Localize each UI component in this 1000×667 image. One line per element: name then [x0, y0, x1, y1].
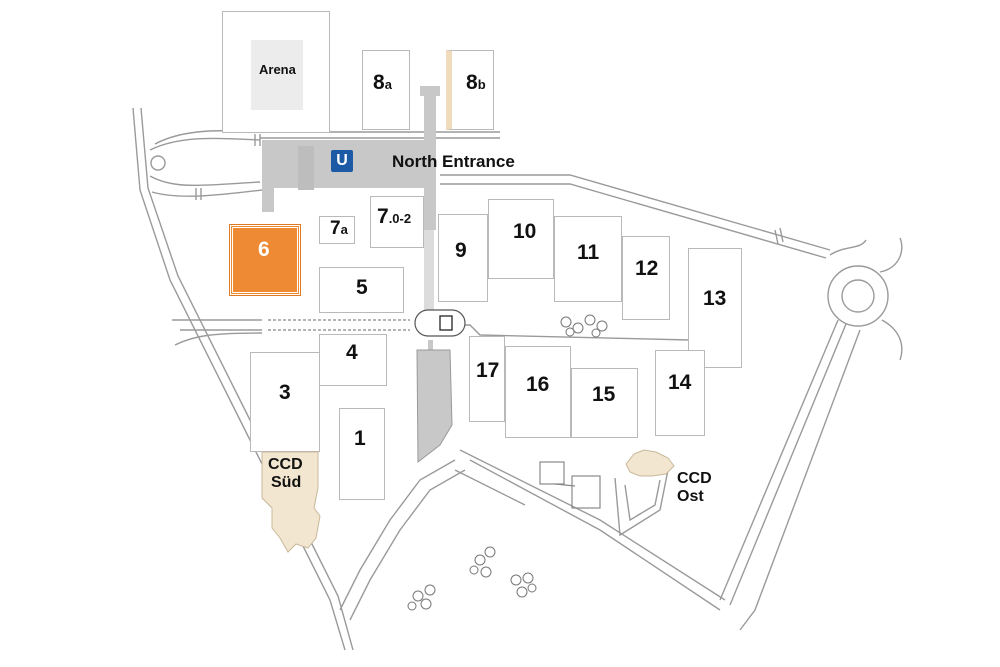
hall-15-label: 15 [592, 383, 616, 406]
hall-7-0-2-suffix: .0-2 [388, 211, 412, 226]
hall-16[interactable]: 16 [505, 346, 571, 438]
ccd-ost-label-line2: Ost [677, 488, 704, 505]
arena-label: Arena [259, 62, 296, 77]
hall-5-label: 5 [356, 276, 368, 299]
hall-16-label: 16 [526, 373, 550, 396]
hall-8a-suffix: a [384, 77, 392, 92]
hall-8a[interactable]: 8a [362, 50, 410, 130]
hall-15[interactable]: 15 [571, 368, 638, 438]
hall-5[interactable]: 5 [319, 267, 404, 313]
hall-3-label: 3 [279, 381, 291, 404]
hall-6-label: 6 [258, 238, 270, 261]
hall-7a-number: 7 [330, 218, 341, 239]
arena-building[interactable]: Arena [222, 11, 330, 133]
ccd-sued-label-line2: Süd [271, 474, 302, 491]
ccd-ost-label-line1: CCD [677, 470, 712, 487]
ccd-sued-label-line1: CCD [268, 456, 303, 473]
ccd-ost-building[interactable] [620, 444, 680, 484]
hall-7-0-2[interactable]: 7.0-2 [370, 196, 424, 248]
hall-17[interactable]: 17 [469, 336, 505, 422]
hall-6-highlighted[interactable]: 6 [229, 224, 301, 296]
hall-17-label: 17 [476, 359, 500, 382]
hall-10[interactable]: 10 [488, 199, 554, 279]
u-bahn-icon: U [331, 150, 353, 172]
hall-11-label: 11 [577, 241, 600, 264]
hall-8b[interactable]: 8b [446, 50, 494, 130]
hall-7a[interactable]: 7a [319, 216, 355, 244]
ccd-sued-building[interactable] [258, 448, 348, 558]
hall-9-label: 9 [455, 239, 467, 262]
hall-13[interactable]: 13 [688, 248, 742, 368]
hall-10-label: 10 [513, 220, 537, 243]
hall-13-label: 13 [703, 287, 727, 310]
hall-1[interactable]: 1 [339, 408, 385, 500]
hall-8b-number: 8 [466, 71, 478, 94]
hall-12[interactable]: 12 [622, 236, 670, 320]
hall-14-label: 14 [668, 371, 692, 394]
hall-7a-suffix: a [340, 222, 348, 237]
hall-14[interactable]: 14 [655, 350, 705, 436]
hall-11[interactable]: 11 [554, 216, 622, 302]
tree-icon [407, 546, 537, 611]
hall-7-0-2-number: 7 [377, 205, 389, 228]
hall-8a-number: 8 [373, 71, 385, 94]
hall-12-label: 12 [635, 257, 659, 280]
hall-8b-suffix: b [477, 77, 486, 92]
hall-9[interactable]: 9 [438, 214, 488, 302]
hall-3[interactable]: 3 [250, 352, 320, 452]
hall-4[interactable]: 4 [319, 334, 387, 386]
hall-1-label: 1 [354, 427, 366, 450]
hall-4-label: 4 [346, 341, 358, 364]
north-entrance-label: North Entrance [392, 152, 515, 171]
